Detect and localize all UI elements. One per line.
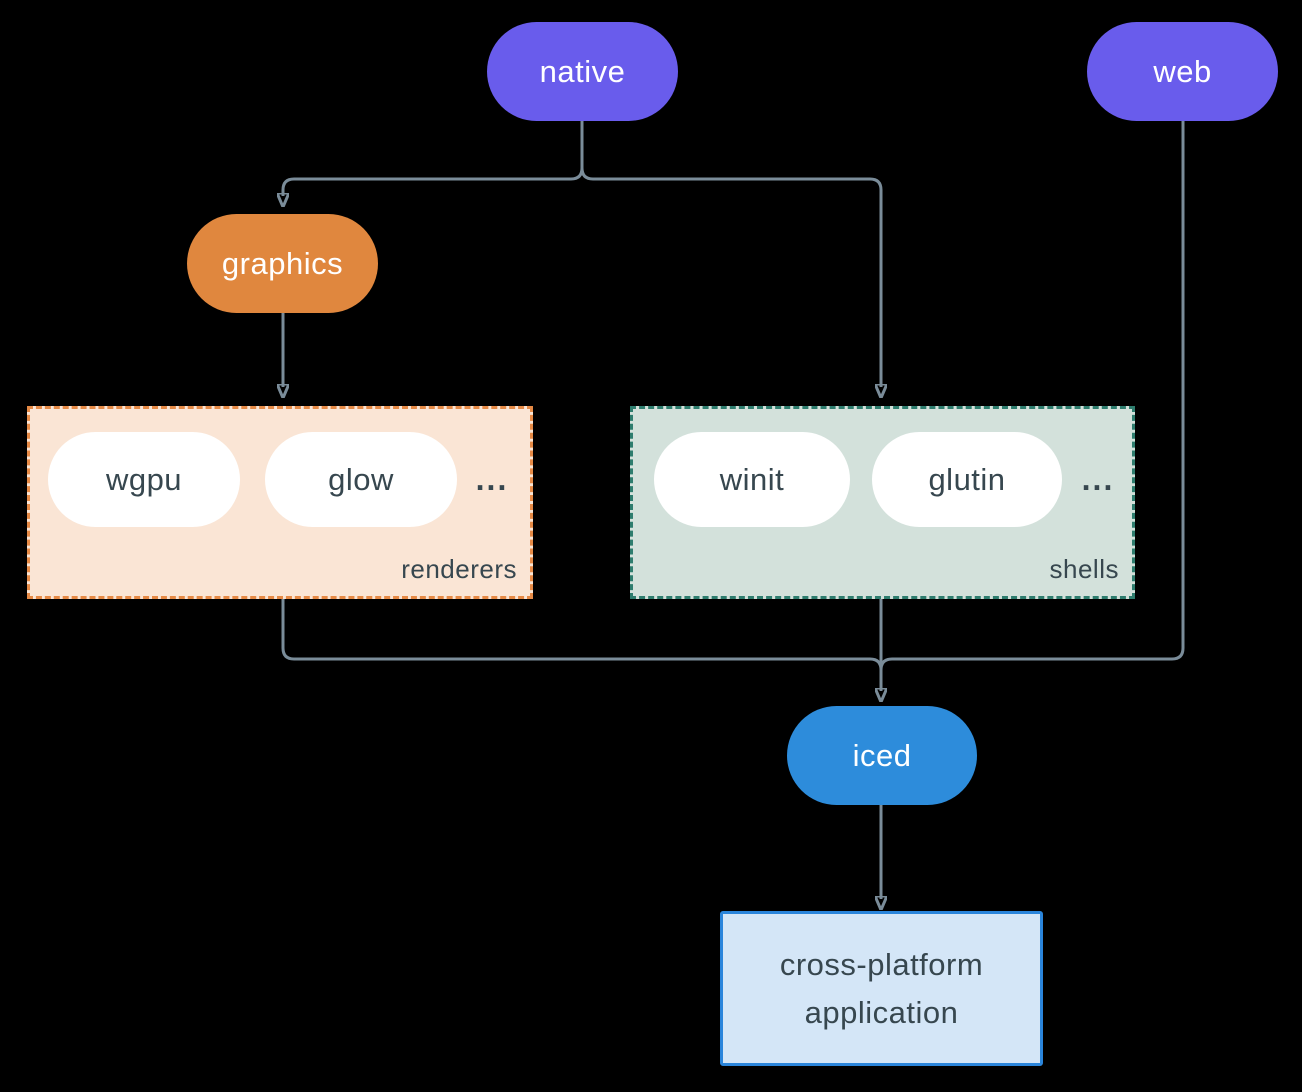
node-glow: glow [265, 432, 457, 527]
node-wgpu: wgpu [48, 432, 240, 527]
group-shells: winit glutin ... shells [630, 406, 1135, 599]
node-cross-platform-application: cross-platform application [720, 911, 1043, 1066]
node-web: web [1087, 22, 1278, 121]
node-winit: winit [654, 432, 850, 527]
node-glutin: glutin [872, 432, 1062, 527]
app-label-line1: cross-platform [779, 946, 984, 982]
edge-native-shells [580, 167, 881, 387]
node-graphics: graphics [187, 214, 378, 313]
node-native: native [487, 22, 678, 121]
group-renderers: wgpu glow ... renderers [27, 406, 533, 599]
edge-renderers-iced [281, 599, 883, 671]
shells-ellipsis: ... [1081, 461, 1115, 497]
node-iced: iced [787, 706, 977, 805]
app-label-line2: application [804, 994, 959, 1030]
renderers-group-label: renderers [401, 554, 517, 584]
shells-group-label: shells [1049, 554, 1119, 584]
edge-native-graphics [283, 121, 584, 196]
renderers-ellipsis: ... [475, 461, 509, 497]
